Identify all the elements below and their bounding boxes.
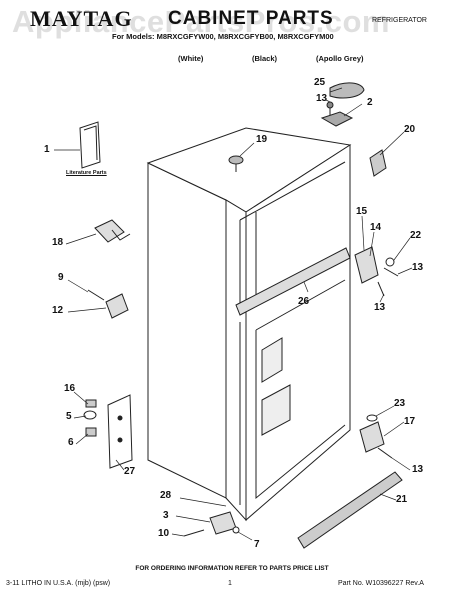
- variant-black: (Black): [252, 54, 278, 63]
- part-number: Part No. W10396227 Rev.A: [338, 580, 424, 587]
- literature-parts-label: Literature Parts: [66, 170, 107, 176]
- callout-28: 28: [160, 490, 172, 501]
- bottom-grille: [297, 471, 403, 549]
- doc-type: REFRIGERATOR: [372, 17, 427, 24]
- callout-20: 20: [404, 124, 416, 135]
- callout-23: 23: [394, 398, 406, 409]
- callout-16: 16: [64, 383, 76, 394]
- callout-12: 12: [52, 305, 64, 316]
- top-cap: [329, 82, 365, 99]
- callout-3: 3: [163, 510, 169, 521]
- callout-15: 15: [356, 206, 368, 217]
- callout-13-center-bottom: 13: [374, 302, 386, 313]
- variant-apollo-grey: (Apollo Grey): [316, 54, 364, 63]
- literature-parts: [79, 121, 101, 169]
- page-number: 1: [228, 580, 232, 587]
- cabinet-body: [146, 127, 352, 522]
- divider-rail: [235, 247, 351, 316]
- brand-logo: MAYTAG: [30, 6, 133, 31]
- callout-6: 6: [68, 437, 74, 448]
- watermark: AppliancePartsPros.com: [12, 4, 390, 39]
- litho-info: 3-11 LITHO IN U.S.A. (mjb) (psw): [6, 580, 111, 587]
- callout-14: 14: [370, 222, 382, 233]
- callout-9: 9: [58, 272, 64, 283]
- callout-2: 2: [367, 97, 373, 108]
- models-line: For Models: M8RXCGFYW00, M8RXCGFYB00, M8…: [112, 32, 334, 41]
- callout-17: 17: [404, 416, 416, 427]
- callout-26: 26: [298, 296, 310, 307]
- ordering-note: FOR ORDERING INFORMATION REFER TO PARTS …: [135, 565, 329, 572]
- callout-1: 1: [44, 144, 50, 155]
- callout-13-top: 13: [316, 93, 328, 104]
- callout-13-bottom: 13: [412, 464, 424, 475]
- callout-19: 19: [256, 134, 268, 145]
- page-title: CABINET PARTS: [168, 8, 334, 29]
- callout-5: 5: [66, 411, 72, 422]
- variant-white: (White): [178, 54, 204, 63]
- callout-21: 21: [396, 494, 408, 505]
- callout-10: 10: [158, 528, 170, 539]
- callout-13-center-right: 13: [412, 262, 424, 273]
- callout-27: 27: [124, 466, 136, 477]
- callout-7: 7: [254, 539, 260, 550]
- callout-25: 25: [314, 77, 326, 88]
- callout-22: 22: [410, 230, 422, 241]
- callout-18: 18: [52, 237, 64, 248]
